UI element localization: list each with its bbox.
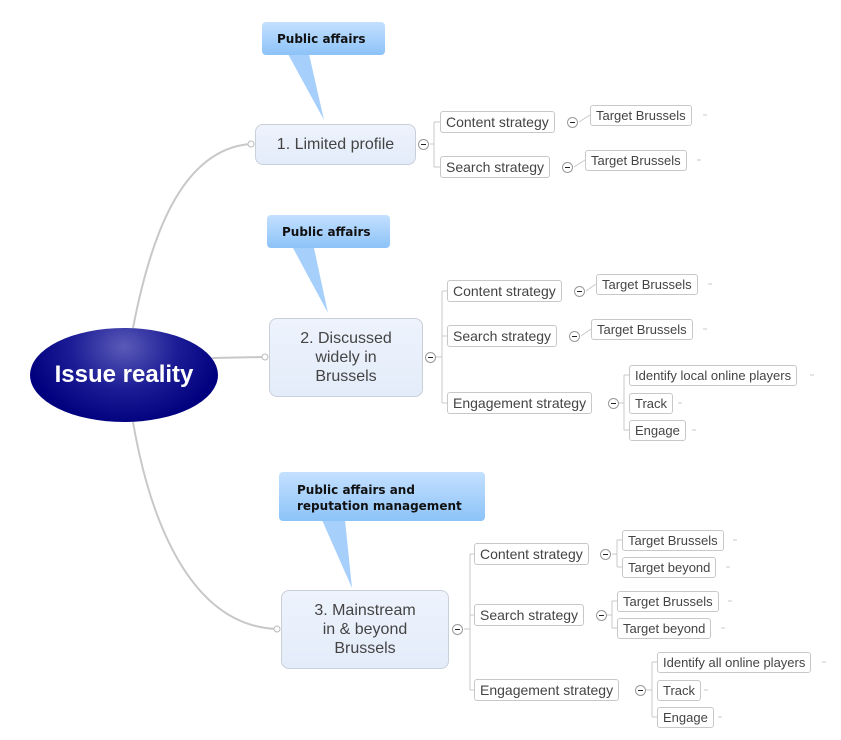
leaf-target-brussels[interactable]: Target Brussels <box>590 105 692 126</box>
connector-root-topic2 <box>211 356 265 359</box>
topic-label: 1. Limited profile <box>276 136 395 153</box>
collapse-toggle[interactable] <box>608 398 619 409</box>
central-topic[interactable]: Issue reality <box>30 328 218 422</box>
branch-search-strategy[interactable]: Search strategy <box>447 325 558 347</box>
callout-label: Public affairs and reputation management <box>297 483 462 513</box>
callout-label: Public affairs <box>277 32 366 46</box>
leaf-target-beyond[interactable]: Target beyond <box>617 618 712 639</box>
callout-label: Public affairs <box>282 225 371 239</box>
leaf-target-brussels[interactable]: Target Brussels <box>585 150 687 171</box>
callout-topic-2[interactable]: Public affairs <box>267 215 390 248</box>
leaf-engage[interactable]: Engage <box>629 420 686 441</box>
topic-label: 3. Mainstream in & beyond Brussels <box>314 602 416 657</box>
leaf-target-beyond[interactable]: Target beyond <box>622 557 717 578</box>
topic-discussed-widely[interactable]: 2. Discussed widely in Brussels <box>269 318 423 397</box>
callout-tail-1 <box>288 54 324 120</box>
leaf-track[interactable]: Track <box>629 393 674 414</box>
collapse-toggle[interactable] <box>600 549 611 560</box>
collapse-toggle[interactable] <box>425 352 436 363</box>
topic-label: 2. Discussed widely in Brussels <box>300 330 392 385</box>
collapse-toggle[interactable] <box>569 331 580 342</box>
leaf-target-brussels[interactable]: Target Brussels <box>591 319 693 340</box>
topic-mainstream[interactable]: 3. Mainstream in & beyond Brussels <box>281 590 449 669</box>
collapse-toggle[interactable] <box>567 117 578 128</box>
callout-topic-1[interactable]: Public affairs <box>262 22 385 55</box>
connector-root-topic3 <box>132 421 277 630</box>
collapse-toggle[interactable] <box>596 610 607 621</box>
branch-content-strategy[interactable]: Content strategy <box>447 280 562 302</box>
collapse-toggle[interactable] <box>562 162 573 173</box>
collapse-toggle[interactable] <box>574 286 585 297</box>
leaf-target-brussels[interactable]: Target Brussels <box>596 274 698 295</box>
leaf-target-brussels[interactable]: Target Brussels <box>617 591 719 612</box>
connector-root-topic1 <box>132 143 251 329</box>
leaf-target-brussels[interactable]: Target Brussels <box>622 530 724 551</box>
branch-search-strategy[interactable]: Search strategy <box>474 604 585 626</box>
leaf-track[interactable]: Track <box>657 680 702 701</box>
leaf-engage[interactable]: Engage <box>657 707 714 728</box>
collapse-toggle[interactable] <box>418 139 429 150</box>
callout-topic-3[interactable]: Public affairs and reputation management <box>279 472 485 521</box>
central-topic-label: Issue reality <box>54 361 194 388</box>
collapse-toggle[interactable] <box>635 685 646 696</box>
leaf-identify-players[interactable]: Identify all online players <box>657 652 812 673</box>
branch-search-strategy[interactable]: Search strategy <box>440 156 551 178</box>
callout-tail-3 <box>322 520 352 588</box>
branch-engagement-strategy[interactable]: Engagement strategy <box>474 679 620 701</box>
branch-engagement-strategy[interactable]: Engagement strategy <box>447 392 593 414</box>
topic-limited-profile[interactable]: 1. Limited profile <box>255 124 416 165</box>
branch-content-strategy[interactable]: Content strategy <box>440 111 555 133</box>
branch-content-strategy[interactable]: Content strategy <box>474 543 589 565</box>
collapse-toggle[interactable] <box>452 624 463 635</box>
callout-tail-2 <box>293 248 328 313</box>
leaf-identify-players[interactable]: Identify local online players <box>629 365 798 386</box>
